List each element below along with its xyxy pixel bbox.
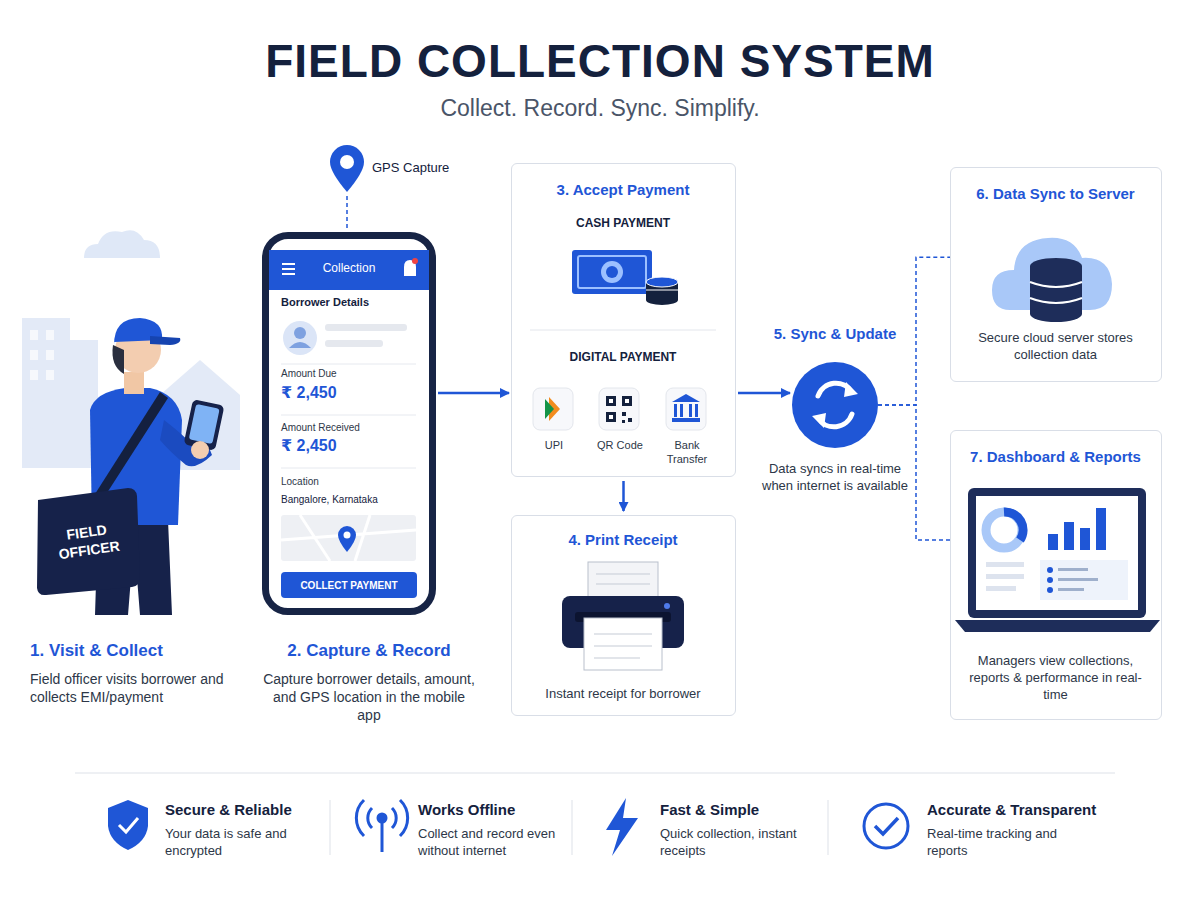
subtitle: Collect. Record. Sync. Simplify. [0, 94, 1200, 124]
annotation: Field officer visits borrower and collec… [30, 670, 250, 706]
node-text: Bank Transfer [657, 438, 717, 467]
qr-icon [599, 388, 639, 430]
annotation: GPS Capture [372, 160, 449, 177]
flow-arrow [738, 392, 790, 395]
node-text: Bangalore, Karnataka [281, 493, 421, 506]
process-box: 3. Accept PaymentCASH PAYMENT DIGITAL PAY… [511, 163, 736, 477]
node-text: Managers view collections, reports & per… [965, 653, 1146, 704]
phone-mockup: CollectionBorrower DetailsAmount Due ₹ 2,… [262, 232, 436, 615]
node-text: UPI [529, 438, 579, 452]
step-heading: 6. Data Sync to Server [951, 184, 1160, 204]
node-text: CASH PAYMENT [512, 216, 734, 232]
printer-icon [562, 562, 684, 670]
annotation: Collect and record even without internet [418, 826, 563, 860]
node-text: Instant receipt for borrower [512, 686, 734, 703]
node-text: Borrower Details [281, 295, 421, 309]
node-text: COLLECT PAYMENT [281, 579, 417, 592]
process-box: 6. Data Sync to ServerSecure cloud serve… [950, 167, 1162, 382]
node-text: Amount Received [281, 421, 421, 434]
node-text: Location [281, 475, 421, 488]
annotation: Your data is safe and encrypted [165, 826, 305, 860]
process-box: 4. Print ReceiptInstant receipt for borr… [511, 515, 736, 716]
step-heading: 7. Dashboard & Reports [951, 447, 1160, 467]
node-text: QR Code [590, 438, 650, 452]
laptop-dashboard-icon [955, 488, 1160, 632]
annotation: Accurate & Transparent [927, 800, 1096, 820]
title: FIELD COLLECTION SYSTEM [0, 32, 1200, 92]
step-heading: 3. Accept Payment [512, 180, 734, 200]
sync-circle [792, 362, 878, 448]
city-background [22, 318, 240, 470]
node-text: Amount Due [281, 367, 421, 380]
node-text: 5. Sync & Update [755, 324, 915, 344]
check-circle-icon [864, 804, 908, 848]
gps-pin [330, 145, 364, 230]
cloud-server-icon [992, 238, 1112, 322]
field-officer-figure [37, 318, 224, 615]
annotation: 1. Visit & Collect [30, 640, 163, 662]
lightning-icon [606, 798, 638, 856]
node-text: Data syncs in real-time when internet is… [759, 461, 911, 495]
antenna-icon [356, 800, 407, 852]
annotation: Works Offline [418, 800, 515, 820]
node-text: DIGITAL PAYMENT [512, 350, 734, 366]
phone-screen-art [269, 250, 429, 561]
process-box: 7. Dashboard & ReportsManagers view coll… [950, 430, 1162, 720]
sync-node: 5. Sync & UpdateData syncs in real-time … [755, 318, 915, 503]
cash-icon [572, 250, 678, 305]
annotation: Quick collection, instant receipts [660, 826, 800, 860]
node-text: ₹ 2,450 [281, 436, 421, 457]
step-heading: 4. Print Receipt [512, 530, 734, 550]
annotation: Capture borrower details, amount, and GP… [262, 670, 476, 725]
node-text: Collection [269, 261, 429, 277]
node-text: Secure cloud server stores collection da… [973, 330, 1138, 364]
annotation: 2. Capture & Record [262, 640, 476, 662]
cloud [84, 230, 160, 258]
upi-icon [533, 388, 573, 430]
annotation: Real-time tracking and reports [927, 826, 1077, 860]
annotation: Fast & Simple [660, 800, 759, 820]
bank-icon [666, 388, 706, 430]
sync-arrows-icon [818, 383, 852, 427]
shield-icon [108, 800, 148, 850]
node-text: ₹ 2,450 [281, 383, 421, 404]
flow-arrow [622, 481, 625, 511]
bag-label: FIELD OFFICER [40, 518, 136, 565]
flow-arrow [438, 392, 509, 395]
collect-button: COLLECT PAYMENT [281, 572, 417, 598]
annotation: Secure & Reliable [165, 800, 292, 820]
